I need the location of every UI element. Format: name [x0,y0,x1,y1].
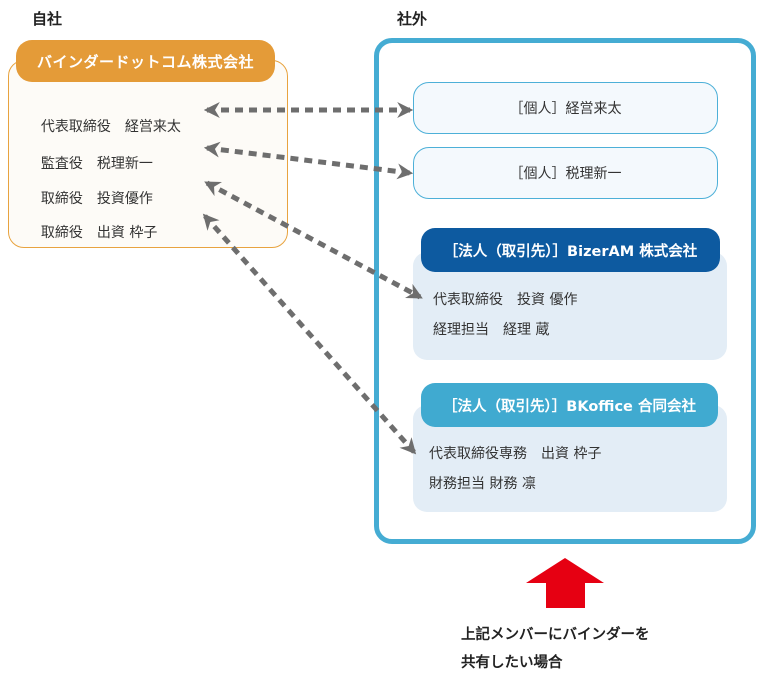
corporation-member-line: 財務担当 財務 凛 [429,476,536,492]
member-name: 投資優作 [96,191,153,207]
up-arrow-icon [526,558,604,608]
corporation-header: ［法人（取引先）］BKoffice 合同会社 [421,383,718,427]
individual-card: ［個人］税理新一 [413,147,718,199]
member-name: 出資 枠子 [96,225,158,241]
member-role: 取締役 [40,191,83,207]
caption-line-2: 共有したい場合 [461,655,563,671]
corporation-member-line: 代表取締役専務 出資 枠子 [429,446,602,462]
member-role: 監査役 [40,156,83,172]
member-name: 経営来太 [124,119,181,135]
own-company-section-title: 自社 [32,10,63,28]
corporation-member-line: 代表取締役 投資 優作 [433,292,578,308]
own-company-name: バインダードットコム株式会社 [16,40,275,82]
link-arrow-director-capital [202,213,417,455]
own-member-row: 監査役 税理新一 [32,137,153,173]
link-arrow-auditor [203,141,414,180]
own-member-row: 代表取締役 経営来太 [32,100,181,136]
caption-line-1: 上記メンバーにバインダーを [461,627,650,643]
individual-card: ［個人］経営来太 [413,82,718,134]
external-section-title: 社外 [397,10,428,28]
member-role: 取締役 [40,225,83,241]
corporation-header: ［法人（取引先）］BizerAM 株式会社 [421,228,720,272]
link-arrow-director-investment [204,180,423,300]
corporation-member-line: 経理担当 経理 蔵 [433,322,550,338]
member-role: 代表取締役 [40,119,111,135]
own-member-row: 取締役 投資優作 [32,172,153,208]
member-name: 税理新一 [96,156,153,172]
own-member-row: 取締役 出資 枠子 [32,206,157,242]
